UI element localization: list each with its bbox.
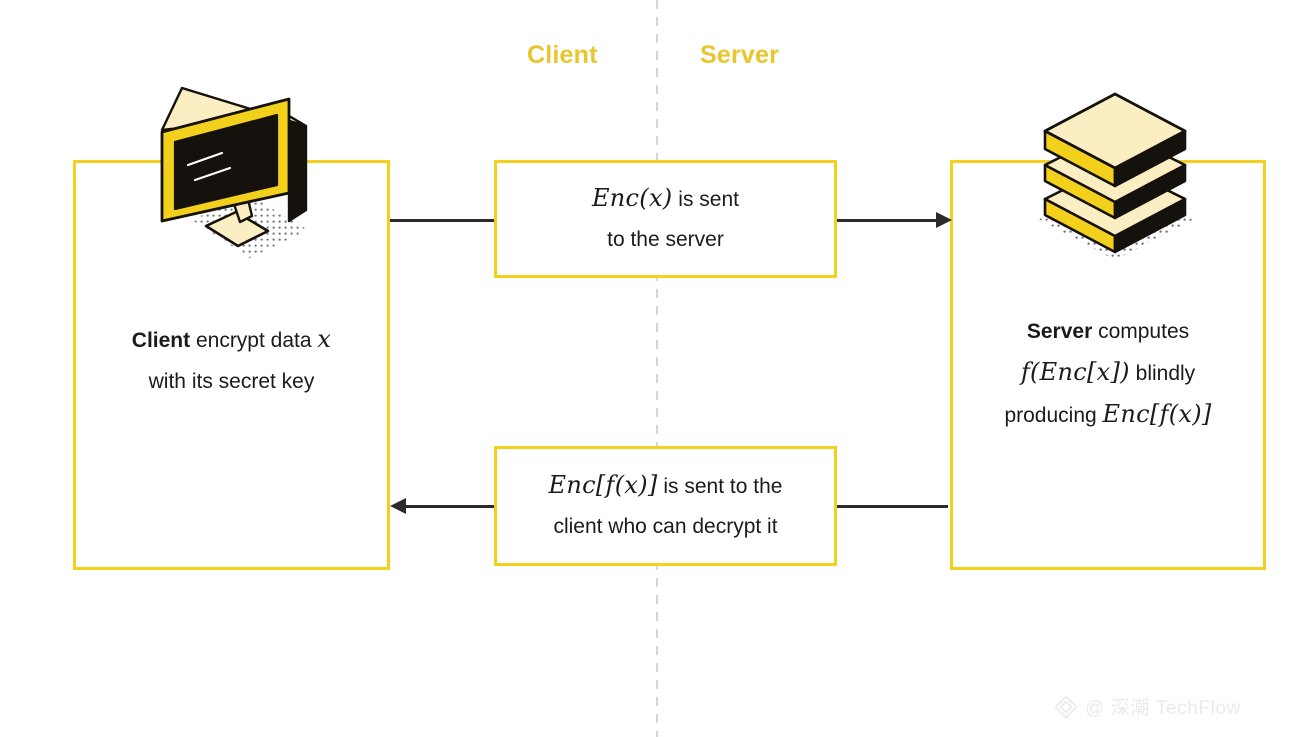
arrow-server-to-client-head [390, 498, 406, 514]
server-label-bold: Server [1026, 320, 1093, 343]
server-panel: Server computes f(Enc[x]) blindly produc… [950, 160, 1266, 570]
client-text-line-2: with its secret key [148, 370, 315, 393]
arrow-client-to-server-head [936, 212, 952, 228]
client-panel-text: Client encrypt data x with its secret ke… [76, 319, 387, 402]
heading-server: Server [700, 41, 780, 69]
desktop-monitor-icon [140, 70, 340, 270]
server-text-line-1: Server computes [953, 311, 1263, 352]
diamond-logo-icon [1054, 694, 1078, 719]
client-panel: Client encrypt data x with its secret ke… [73, 160, 390, 570]
client-label-bold: Client [131, 329, 191, 352]
message-to-server-line-2: to the server [607, 228, 724, 251]
server-panel-text: Server computes f(Enc[x]) blindly produc… [953, 311, 1263, 436]
message-to-client-math: Enc[f(x)] [548, 471, 658, 499]
client-text-line-1: Client encrypt data x [76, 319, 387, 361]
watermark-handle: @ 深潮 TechFlow [1085, 698, 1241, 719]
client-math-x: x [317, 325, 332, 353]
server-text-computes: computes [1092, 320, 1190, 343]
message-box-to-server: Enc(x) is sent to the server [494, 160, 837, 278]
message-to-server-suffix: is sent [672, 188, 739, 211]
server-math-f-enc-x: f(Enc[x]) [1020, 358, 1130, 386]
server-text-line-2: f(Enc[x]) blindly [953, 352, 1263, 394]
message-box-to-client: Enc[f(x)] is sent to the client who can … [494, 446, 837, 566]
message-to-server-line-1: Enc(x) is sent [592, 178, 739, 220]
message-to-server-math: Enc(x) [591, 184, 673, 212]
server-math-enc-f-x: Enc[f(x)] [1102, 400, 1212, 428]
message-to-client-line-2: client who can decrypt it [553, 515, 778, 538]
client-text-mid: encrypt data [190, 329, 318, 352]
watermark: @ 深潮 TechFlow [1054, 693, 1241, 720]
server-text-blindly: blindly [1129, 362, 1196, 385]
server-text-producing: producing [1004, 404, 1103, 427]
heading-client: Client [527, 41, 598, 69]
message-to-client-line-1: Enc[f(x)] is sent to the [549, 465, 783, 507]
client-server-divider [656, 0, 658, 737]
server-text-line-3: producing Enc[f(x)] [953, 394, 1263, 436]
server-stack-icon [1015, 80, 1215, 275]
message-to-client-suffix: is sent to the [657, 475, 783, 498]
